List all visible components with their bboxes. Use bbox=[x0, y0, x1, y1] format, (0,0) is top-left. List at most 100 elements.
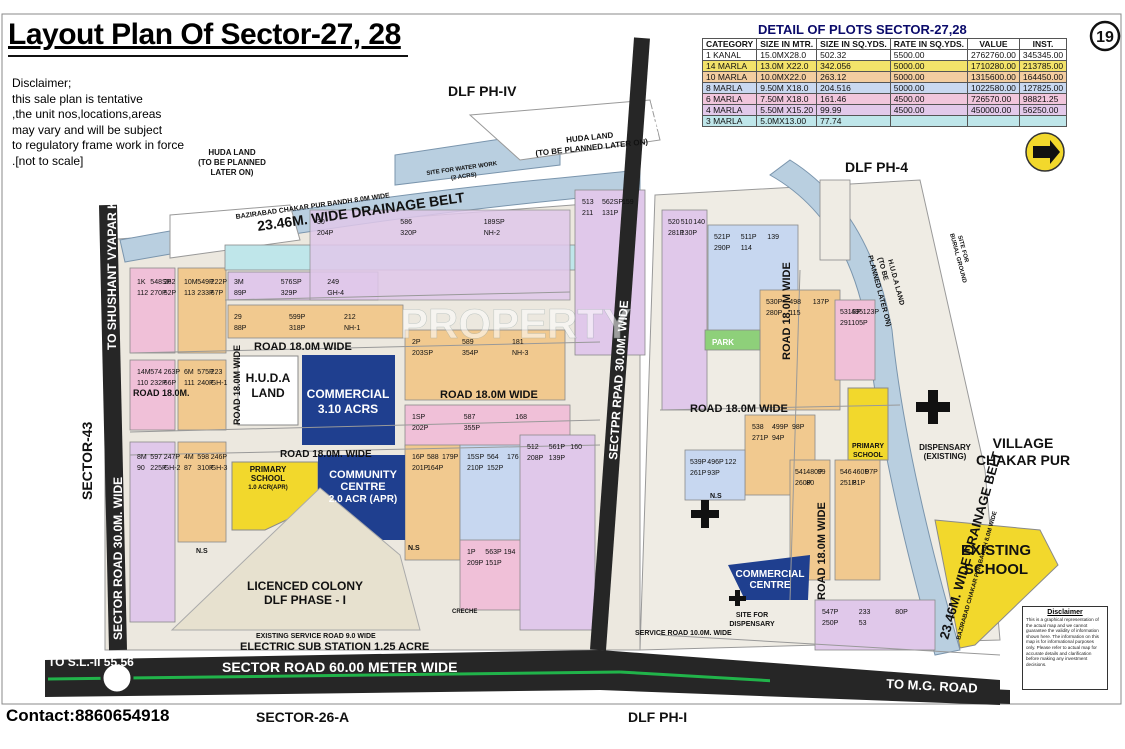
plot-code-label: NH-2 bbox=[484, 230, 500, 237]
plot-code-label: 250P bbox=[822, 620, 839, 627]
plot-code-label: 320P bbox=[400, 230, 417, 237]
label-huda-left-1: HUDA LAND bbox=[208, 148, 255, 157]
plot-code-label: 260P bbox=[795, 480, 812, 487]
plot-code-label: 599P bbox=[289, 314, 306, 321]
plot-code-label: 114 bbox=[741, 245, 752, 252]
plot-code-label: 14M bbox=[137, 369, 151, 376]
plot-code-label: 15SP bbox=[467, 454, 484, 461]
plot-code-label: 159 bbox=[622, 199, 634, 206]
table-cell: 56250.00 bbox=[1018, 104, 1068, 116]
table-header-row: CATEGORY SIZE IN MTR. SIZE IN SQ.YDS. RA… bbox=[701, 38, 1068, 50]
plot-code-label: GH-2 bbox=[164, 465, 181, 472]
table-cell: 14 MARLA bbox=[701, 60, 758, 72]
page-title: Layout Plan Of Sector-27, 28 bbox=[8, 18, 401, 51]
plot-code-label: 281P bbox=[668, 230, 685, 237]
plot-code-label: 586 bbox=[400, 219, 412, 226]
table-cell: 502.32 bbox=[816, 49, 891, 61]
table-cell: 204.516 bbox=[816, 82, 891, 94]
site-dispensary-icon bbox=[729, 590, 746, 606]
label-road-18-mid: ROAD 18.0M WIDE bbox=[440, 389, 538, 401]
disclaimer-box: Disclaimer This is a graphical represent… bbox=[1022, 606, 1108, 690]
plot-code-label: 8M bbox=[137, 454, 147, 461]
table-cell: 2762760.00 bbox=[967, 49, 1020, 61]
plot-code-label: 88P bbox=[234, 325, 247, 332]
label-dlf-ph-i: DLF PH-I bbox=[628, 709, 687, 725]
residential-blocks-left bbox=[129, 189, 646, 631]
plot-code-label: 209P bbox=[467, 560, 484, 567]
plot-code-label: 3M bbox=[234, 279, 244, 286]
plot-code-label: 598 bbox=[197, 454, 209, 461]
plot-code-label: 575P bbox=[197, 369, 214, 376]
label-road-18-b: ROAD 18.0M. WIDE bbox=[280, 449, 372, 460]
plot-code-label: 587 bbox=[464, 414, 476, 421]
label-watermark: PROPERTY bbox=[400, 300, 631, 347]
plot-code-label: 30 bbox=[317, 219, 325, 226]
column-header: VALUE bbox=[967, 38, 1020, 50]
plot-code-label: 329P bbox=[281, 290, 298, 297]
plot-code-label: 115 bbox=[789, 310, 800, 317]
sector-road-30-left bbox=[99, 204, 127, 651]
plot-code-label: 201P bbox=[412, 465, 429, 472]
column-header: RATE IN SQ.YDS. bbox=[889, 38, 969, 50]
label-commercial-centre-1: COMMERCIAL bbox=[736, 569, 805, 580]
plot-code-label: 495 bbox=[851, 309, 863, 316]
table-cell: 5000.00 bbox=[889, 60, 969, 72]
plot-code-label: 194 bbox=[504, 549, 516, 556]
label-huda-center-1: H.U.D.A bbox=[246, 371, 291, 385]
plot-code-label: 521P bbox=[714, 234, 731, 241]
huda-land-top bbox=[468, 99, 661, 161]
table-cell bbox=[889, 115, 969, 127]
table-cell: 213785.00 bbox=[1018, 60, 1068, 72]
table-cell: 164450.00 bbox=[1018, 71, 1068, 83]
plot-code-label: 202P bbox=[412, 425, 429, 432]
label-existing-school-2: SCHOOL bbox=[964, 561, 1028, 578]
label-huda-left-2: (TO BE PLANNED bbox=[198, 158, 266, 167]
plot-code-label: 4M bbox=[184, 454, 194, 461]
plot-code-label: 89P bbox=[234, 290, 247, 297]
plot-code-label: 164P bbox=[427, 465, 444, 472]
plot-code-label: 66P bbox=[164, 380, 177, 387]
label-existing-school-1: EXISTING bbox=[961, 542, 1031, 559]
table-cell: 5000.00 bbox=[889, 71, 969, 83]
plot-code-label: 98P bbox=[792, 424, 805, 431]
plot-code-label: NH-3 bbox=[512, 350, 528, 357]
label-road-18-vert3: ROAD 18.0M WIDE bbox=[232, 345, 242, 425]
table-cell: 263.12 bbox=[816, 71, 891, 83]
table-cell: 5.0MX13.00 bbox=[756, 115, 818, 127]
label-to-sl-ii: TO S.L.-II 55,56 bbox=[48, 655, 134, 669]
sheet-number-circle bbox=[1089, 20, 1121, 52]
label-primary-right-1: PRIMARY bbox=[852, 443, 884, 450]
label-sector-road-30-left: SECTOR ROAD 30.0M. WIDE bbox=[111, 477, 125, 640]
label-commercial-1: COMMERCIAL bbox=[307, 387, 390, 401]
plot-code-label: 208P bbox=[527, 455, 544, 462]
plot-code-label: 564 bbox=[487, 454, 499, 461]
label-dlf-ph-4: DLF PH-4 bbox=[845, 159, 908, 175]
plot-code-label: 112 bbox=[137, 290, 148, 297]
label-vyapar-kendra: TO SHUSHANT VYAPAR KENDRA bbox=[105, 157, 119, 350]
label-site-dispensary-2: DISPENSARY bbox=[729, 621, 775, 628]
table-cell: 450000.00 bbox=[967, 104, 1020, 116]
plot-code-label: 189SP bbox=[484, 219, 505, 226]
plot-code-label: 176 bbox=[507, 454, 519, 461]
huda-land-center-area bbox=[237, 355, 299, 426]
sector-road-60 bbox=[45, 650, 1000, 705]
plot-code-label: 29 bbox=[234, 314, 242, 321]
plot-code-label: 261P bbox=[690, 470, 707, 477]
disclaimer-line: to regulatory frame work in force bbox=[12, 138, 185, 152]
plot-code-label: 498 bbox=[789, 299, 801, 306]
plot-code-label: 212 bbox=[344, 314, 356, 321]
table-cell: 345345.00 bbox=[1018, 49, 1068, 61]
title-underline bbox=[8, 55, 408, 57]
contact-number: Contact:8860654918 bbox=[6, 706, 170, 725]
disclaimer-line: ,the unit nos,locations,areas bbox=[12, 107, 162, 121]
column-header: SIZE IN MTR. bbox=[756, 38, 818, 50]
table-cell: 1022580.00 bbox=[967, 82, 1020, 94]
